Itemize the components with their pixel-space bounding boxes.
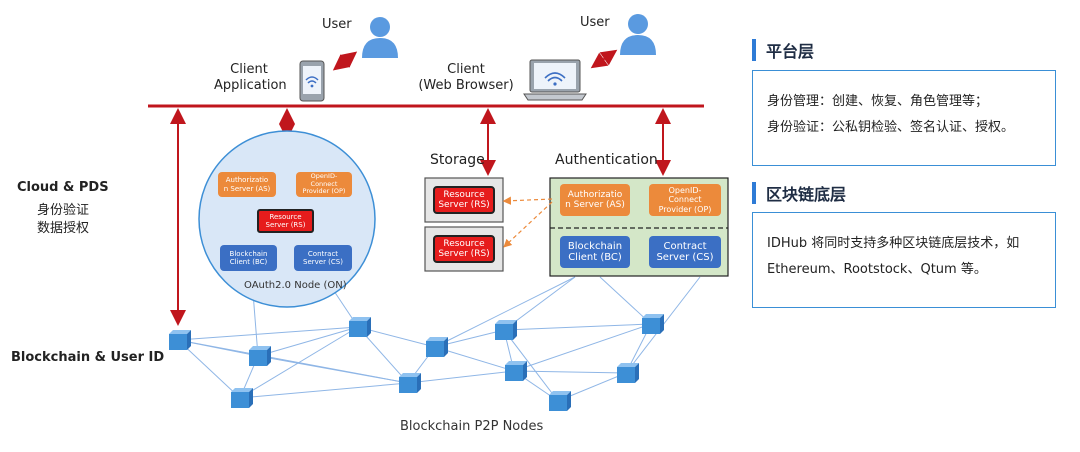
box-line: Authorizatio — [225, 176, 269, 185]
box-line: Authorizatio — [567, 189, 623, 200]
client-web-line2: (Web Browser) — [418, 78, 514, 93]
cube-icon — [349, 317, 371, 337]
client-web-line1: Client — [447, 62, 485, 77]
cube-icon — [495, 320, 517, 340]
chain-line: IDHub 将同时支持多种区块链底层技术，如 — [767, 236, 1020, 251]
network-caption: Blockchain P2P Nodes — [400, 419, 544, 434]
box-line: Resource — [443, 189, 485, 200]
box-line: Blockchain — [567, 240, 623, 252]
client-web-label: Client (Web Browser) — [418, 62, 514, 94]
user-label-left: User — [322, 17, 352, 32]
box-line: Client (BC) — [229, 258, 268, 266]
cube-icon — [249, 346, 271, 366]
bus-arrows — [170, 49, 671, 326]
chain-layer-title: 区块链底层 — [752, 181, 846, 205]
box-line: OpenID- — [310, 172, 338, 181]
box-line: Provider (OP) — [658, 204, 712, 214]
box-line: Server (RS) — [265, 221, 306, 229]
box-line: Resource — [443, 238, 485, 249]
cloud-pds-label: Cloud & PDS — [17, 180, 109, 195]
box-line: Blockchain — [229, 249, 268, 258]
platform-line: 身份验证：公私钥检验、签名认证、授权。 — [767, 120, 1015, 135]
cube-icon — [169, 330, 191, 350]
oauth-node-caption: OAuth2.0 Node (ON) — [244, 280, 347, 291]
laptop-icon — [523, 59, 587, 101]
chain-layer-panel: IDHub 将同时支持多种区块链底层技术，如 Ethereum、Rootstoc… — [752, 212, 1056, 308]
phone-icon — [299, 60, 325, 102]
authentication-title: Authentication — [555, 152, 658, 168]
box-line: n Server (AS) — [223, 184, 271, 193]
box-line: Resource — [269, 212, 302, 221]
user-icon — [620, 14, 656, 55]
cube-icon — [426, 337, 448, 357]
box-line: Connect — [310, 179, 338, 188]
blockchain-user-label: Blockchain & User ID — [11, 350, 165, 365]
box-line: Contract — [307, 249, 339, 258]
cube-icon — [505, 361, 527, 381]
box-line: Contract — [663, 240, 707, 252]
box-line: Connect — [668, 195, 702, 205]
box-line: Server (RS) — [438, 249, 490, 259]
user-icon — [362, 17, 398, 58]
data-auth-label: 数据授权 — [37, 221, 90, 236]
platform-line: 身份管理：创建、恢复、角色管理等； — [767, 94, 989, 109]
user-label-right: User — [580, 15, 610, 30]
client-app-label: Client Application — [214, 62, 287, 94]
storage-title: Storage — [430, 152, 485, 168]
cube-icon — [399, 373, 421, 393]
identity-verify-label: 身份验证 — [37, 203, 90, 218]
box-line: OpenID- — [668, 186, 702, 196]
box-line: Client (BC) — [568, 252, 622, 263]
chain-line: Ethereum、Rootstock、Qtum 等。 — [767, 262, 987, 277]
platform-layer-title: 平台层 — [752, 38, 814, 62]
box-line: Server (CS) — [656, 252, 714, 263]
cube-icon — [231, 388, 253, 408]
cube-icon — [617, 363, 639, 383]
cube-icon — [642, 314, 664, 334]
box-line: n Server (AS) — [565, 200, 625, 210]
client-app-line2: Application — [214, 78, 287, 93]
cube-icon — [549, 391, 571, 411]
platform-layer-panel: 身份管理：创建、恢复、角色管理等； 身份验证：公私钥检验、签名认证、授权。 — [752, 70, 1056, 166]
box-line: Provider (OP) — [302, 187, 346, 196]
box-line: Server (CS) — [303, 258, 343, 266]
box-line: Server (RS) — [438, 200, 490, 210]
client-app-line1: Client — [230, 62, 268, 77]
